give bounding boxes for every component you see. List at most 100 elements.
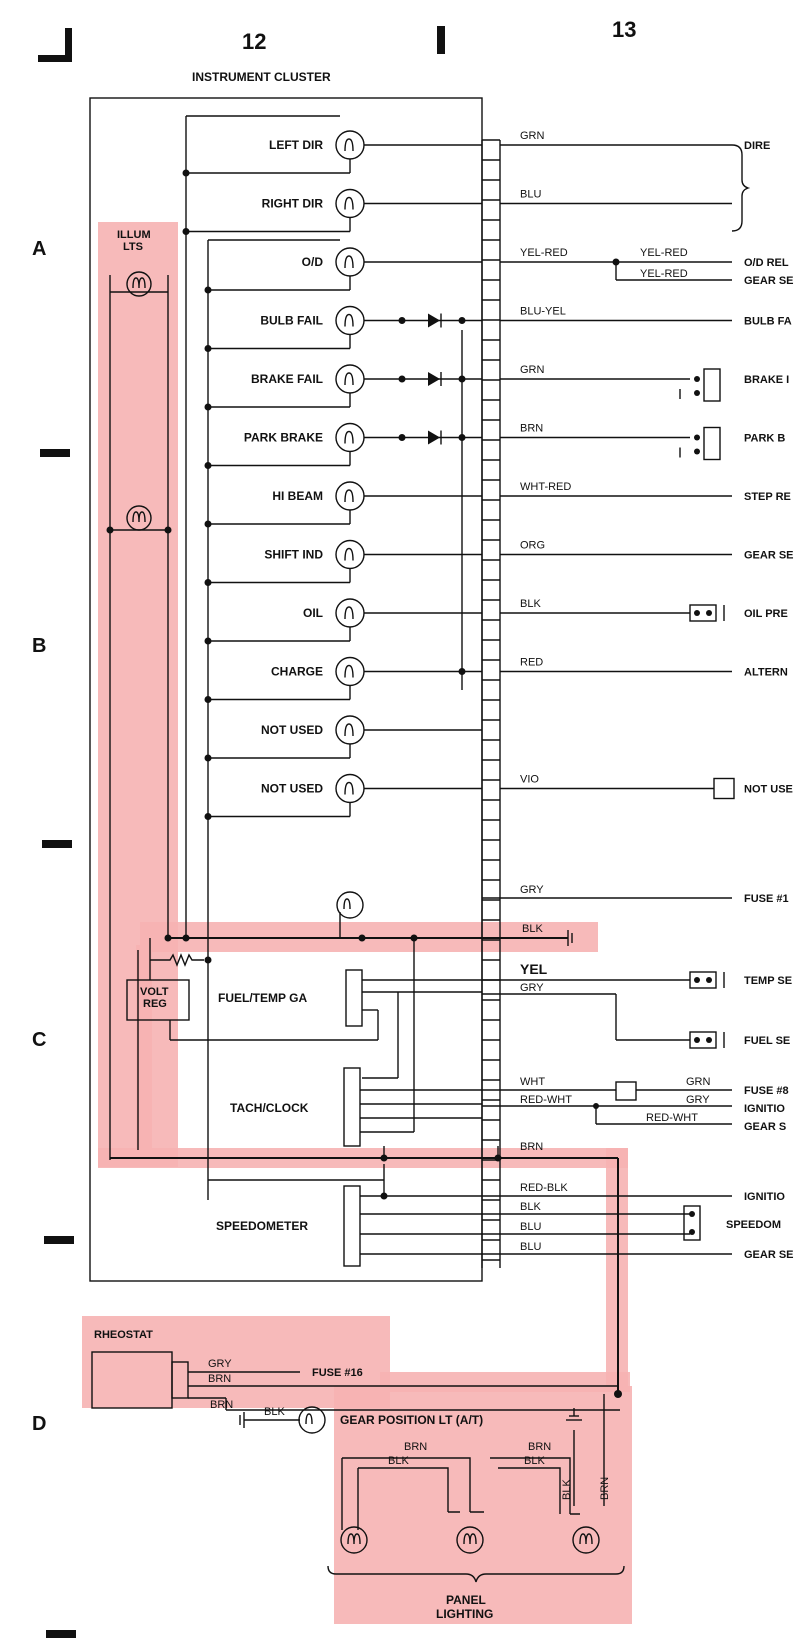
wire-color-label: BRN xyxy=(520,423,543,435)
wire-color-label: RED xyxy=(520,657,543,669)
ignition-label-1: IGNITIO xyxy=(744,1103,785,1115)
lamp-bulb xyxy=(335,539,365,570)
blu-gear-wire: BLU xyxy=(520,1241,541,1253)
wire-destination: O/D REL xyxy=(744,257,789,269)
row-marker-a: A xyxy=(32,238,46,260)
wire-destination: STEP RE xyxy=(744,491,791,503)
wire-destination: ALTERN xyxy=(744,667,788,679)
fuse16-label: FUSE #16 xyxy=(312,1367,363,1379)
panel-blk-2: BLK xyxy=(524,1455,545,1467)
wire-color-label: YEL-RED xyxy=(520,247,568,259)
indicator-lamp: LEFT DIR xyxy=(182,130,482,177)
lamp-label: LEFT DIR xyxy=(269,138,323,152)
blk-speed-wire: BLK xyxy=(520,1201,541,1213)
ground-bus: BLK GRY FUSE #1 xyxy=(164,884,789,946)
indicator-lamp: PARK BRAKE xyxy=(204,422,482,469)
lamp-bulb xyxy=(335,305,365,336)
indicator-lamp: BRAKE FAIL xyxy=(204,364,482,411)
lamp-label: SHIFT IND xyxy=(264,548,323,562)
panel-brn-3: BRN xyxy=(599,1477,611,1500)
fuel-sender-label: FUEL SE xyxy=(744,1035,790,1047)
gear-position-label: GEAR POSITION LT (A/T) xyxy=(340,1413,483,1427)
panel-brn-2: BRN xyxy=(528,1441,551,1453)
volt-reg-line-1: VOLT xyxy=(140,986,169,998)
wire-color-label: BLU-YEL xyxy=(520,306,566,318)
indicator-lamp: O/D xyxy=(204,247,482,294)
lamp-bulb xyxy=(335,715,365,745)
wire-destination: NOT USE xyxy=(744,784,793,796)
wire-color-label: ORG xyxy=(520,540,545,552)
speedometer-label: SPEEDOMETER xyxy=(216,1219,308,1233)
rheostat-brn-wire-2: BRN xyxy=(210,1399,233,1411)
lamp-label: BRAKE FAIL xyxy=(251,372,323,386)
blu-speed-wire: BLU xyxy=(520,1221,541,1233)
lamp-bulb xyxy=(335,130,365,160)
lamp-label: PARK BRAKE xyxy=(244,431,323,445)
gear-pos-blk-wire: BLK xyxy=(264,1406,285,1418)
wire-destination: BRAKE I xyxy=(744,374,789,386)
wire-color-label: GRN xyxy=(520,364,545,376)
gear-s-label: GEAR S xyxy=(744,1121,786,1133)
rheostat-brn-wire-1: BRN xyxy=(208,1373,231,1385)
indicator-lamps: LEFT DIR RIGHT DIR O/D BULB FAIL BRAKE FAIL P… xyxy=(182,130,482,820)
highlight-overlays xyxy=(82,222,632,1624)
rheostat-gry-wire: GRY xyxy=(208,1358,232,1370)
panel-blk-1: BLK xyxy=(388,1455,409,1467)
lamp-label: OIL xyxy=(303,606,323,620)
wire-color-label: VIO xyxy=(520,774,539,786)
wire-destination: OIL PRE xyxy=(744,608,788,620)
lamp-label: HI BEAM xyxy=(272,489,323,503)
od-branch-dest: GEAR SE xyxy=(744,275,794,287)
tach-clock-label: TACH/CLOCK xyxy=(230,1101,309,1115)
wire-color-label: WHT-RED xyxy=(520,481,571,493)
lamp-bulb xyxy=(335,188,365,219)
wht-wire: WHT xyxy=(520,1076,545,1088)
indicator-lamp: NOT USED xyxy=(204,773,482,820)
registration-marks xyxy=(38,26,445,1638)
lamp-label: BULB FAIL xyxy=(260,314,323,328)
fuel-temp-label: FUEL/TEMP GA xyxy=(218,991,307,1005)
column-number-left: 12 xyxy=(242,29,266,54)
wire-destination: DIRE xyxy=(744,140,770,152)
panel-blk-3: BLK xyxy=(561,1479,573,1500)
red-blk-wire: RED-BLK xyxy=(520,1182,568,1194)
indicator-lamp: BULB FAIL xyxy=(204,305,482,352)
row-marker-c: C xyxy=(32,1029,46,1051)
speedometer-sensor-label: SPEEDOM xyxy=(726,1219,781,1231)
lamp-bulb xyxy=(335,656,365,687)
row-marker-b: B xyxy=(32,635,46,657)
indicator-lamp: HI BEAM xyxy=(204,481,482,528)
red-wht-wire-2: RED-WHT xyxy=(646,1112,698,1124)
od-branch-wire-2: YEL-RED xyxy=(640,268,688,280)
ignition-label-2: IGNITIO xyxy=(744,1191,785,1203)
wire-destination: PARK B xyxy=(744,433,785,445)
lamp-label: RIGHT DIR xyxy=(262,197,324,211)
wire-color-label: GRN xyxy=(520,130,545,142)
gauge-wires-right: YEL TEMP SE GRY FUEL SE WHT GRN FUSE #8 … xyxy=(482,961,794,1261)
rheostat: RHEOSTAT GRY FUSE #16 BRN BRN xyxy=(91,1329,620,1411)
blk-ground-label: BLK xyxy=(522,923,543,935)
gear-position-light: BLK GEAR POSITION LT (A/T) xyxy=(239,1406,483,1434)
lamp-bulb xyxy=(335,773,365,804)
indicator-lamp: RIGHT DIR xyxy=(182,188,482,235)
illum-line-1: ILLUM xyxy=(117,229,151,241)
wire-color-label: BLK xyxy=(520,598,541,610)
panel-brn-1: BRN xyxy=(404,1441,427,1453)
lamp-label: CHARGE xyxy=(271,665,323,679)
fuse8-label: FUSE #8 xyxy=(744,1085,789,1097)
indicator-lamp: SHIFT IND xyxy=(204,539,482,586)
gry-wire-label: GRY xyxy=(520,884,544,896)
gry-fuel-wire: GRY xyxy=(520,982,544,994)
brn-wire-label: BRN xyxy=(520,1141,543,1153)
lamp-label: NOT USED xyxy=(261,723,323,737)
direction-brace xyxy=(731,144,751,232)
wire-destination: BULB FA xyxy=(744,316,792,328)
panel-lighting-line-2: LIGHTING xyxy=(436,1607,493,1621)
